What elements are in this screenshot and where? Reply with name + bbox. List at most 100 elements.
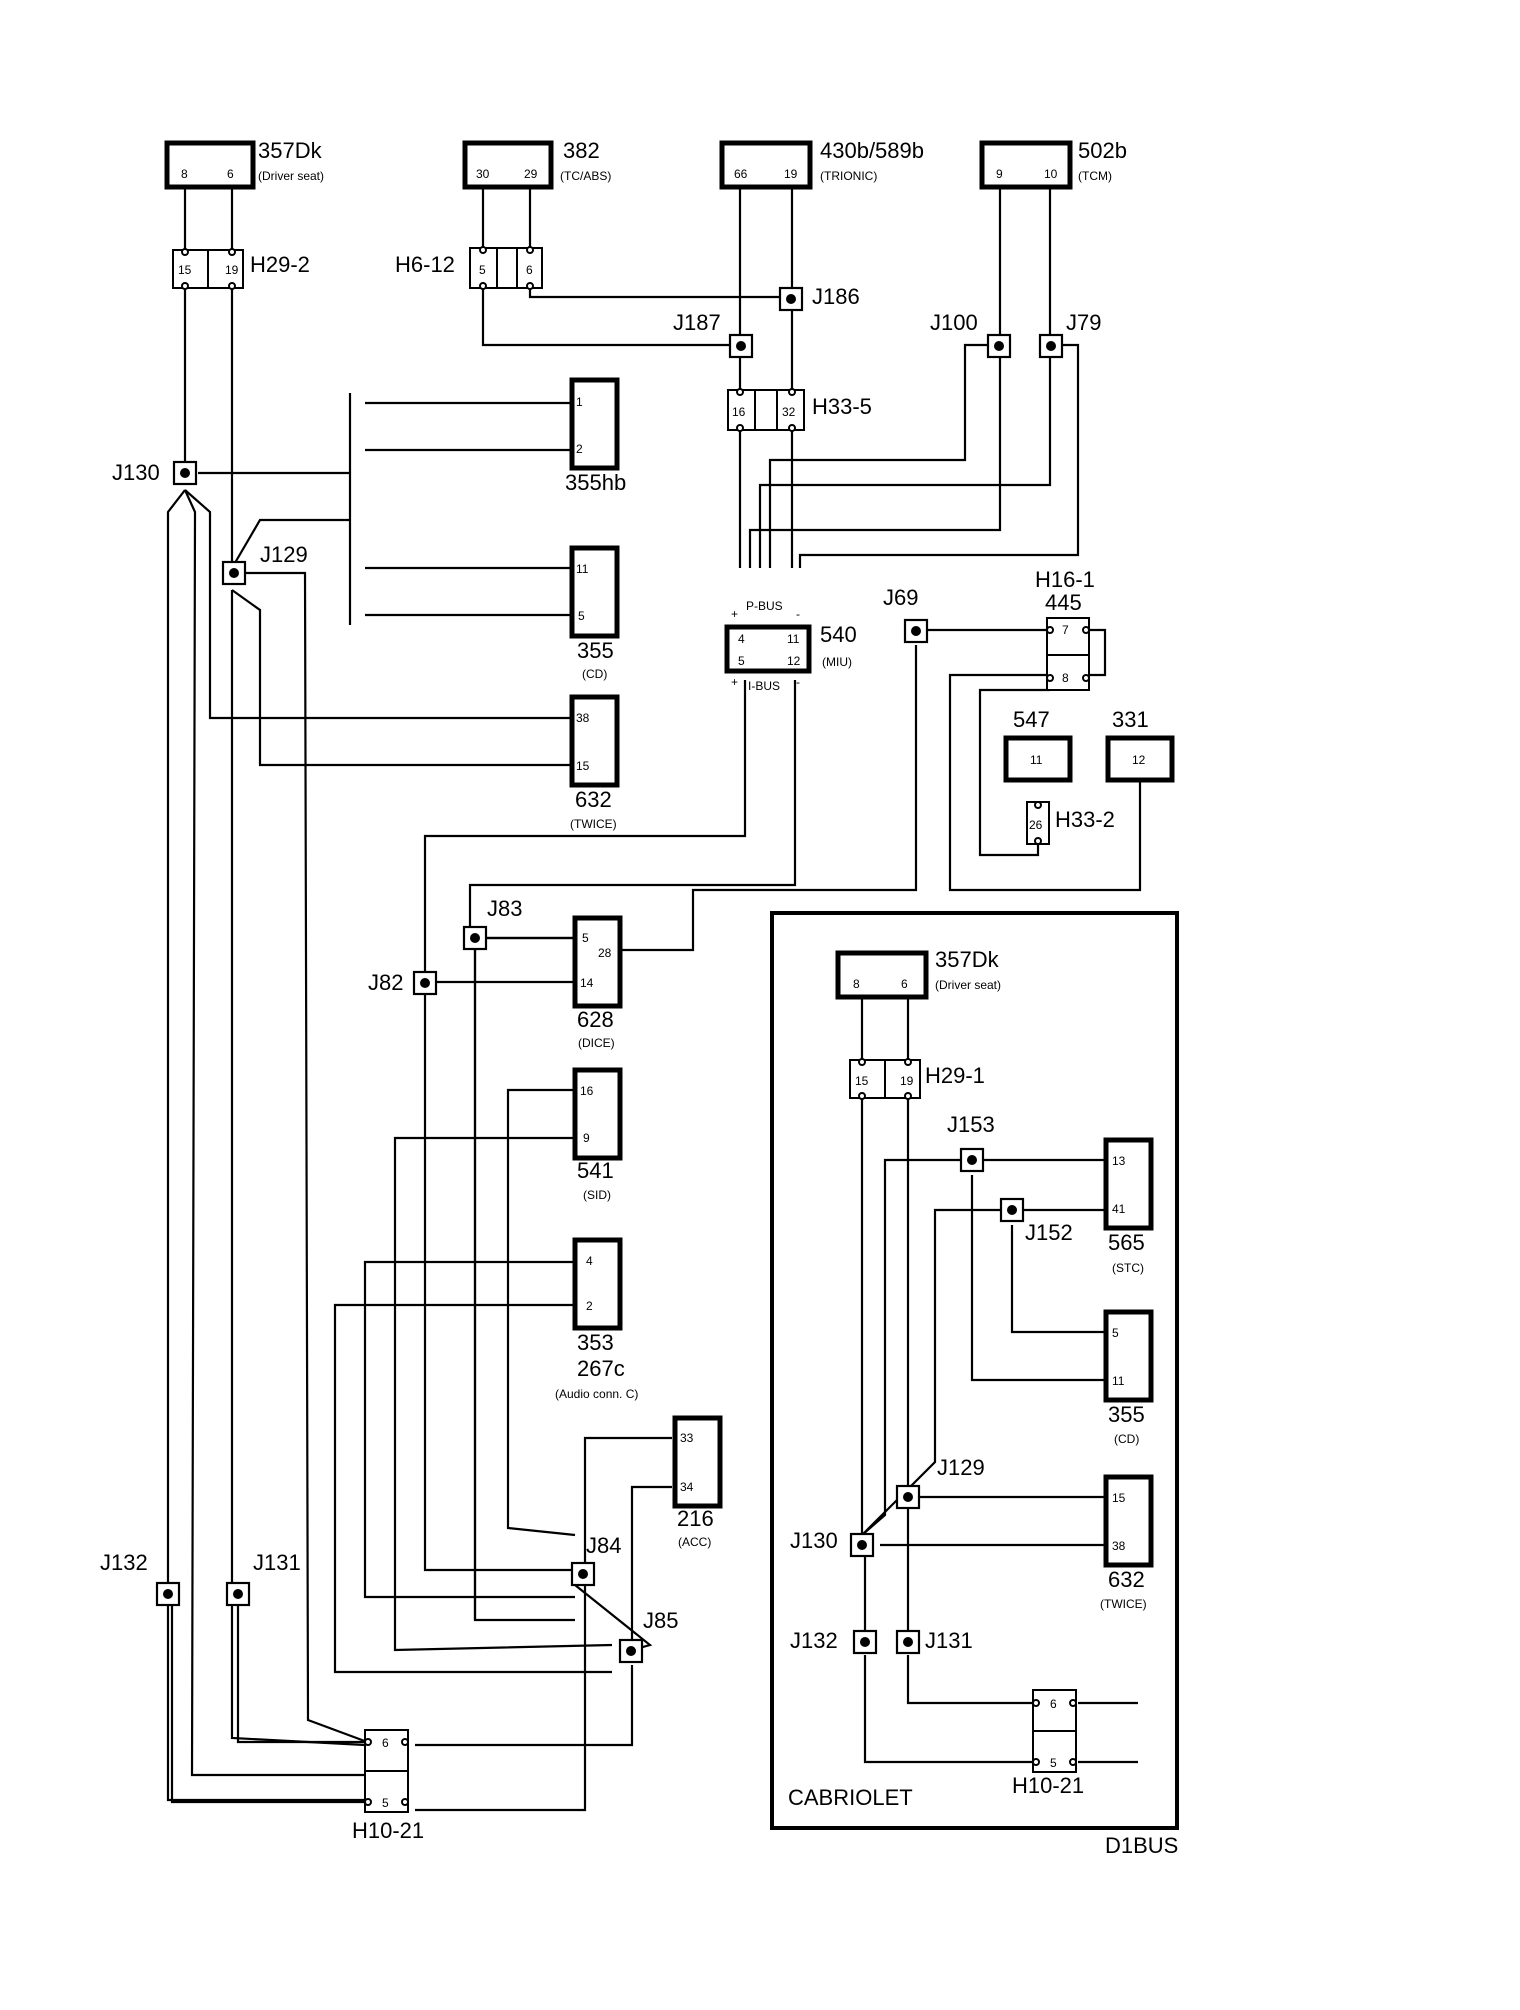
- junction-j100: J100: [930, 310, 1012, 359]
- svg-text:J129: J129: [260, 542, 308, 567]
- component-357dk-top: 8 6 357Dk (Driver seat): [164, 138, 324, 190]
- svg-text:J79: J79: [1066, 310, 1101, 335]
- svg-text:11: 11: [1030, 753, 1043, 767]
- junction-j187: J187: [673, 310, 754, 359]
- svg-text:-: -: [796, 675, 800, 689]
- svg-text:9: 9: [583, 1131, 590, 1145]
- svg-text:502b: 502b: [1078, 138, 1127, 163]
- connector-h10-21: 6 5 H10-21: [352, 1729, 424, 1843]
- svg-text:16: 16: [580, 1084, 594, 1098]
- svg-text:H33-5: H33-5: [812, 394, 872, 419]
- cab-connector-h29-1: 15 19 H29-1: [849, 1058, 985, 1100]
- svg-text:565: 565: [1108, 1230, 1145, 1255]
- cab-component-355-cd: 5 11 355 (CD): [1103, 1309, 1154, 1446]
- svg-text:30: 30: [476, 167, 490, 181]
- svg-text:5: 5: [479, 263, 486, 277]
- component-216-acc: 33 34 216 (ACC): [672, 1415, 723, 1549]
- svg-text:P-BUS: P-BUS: [746, 599, 783, 613]
- svg-text:541: 541: [577, 1158, 614, 1183]
- connector-h33-2: 26 H33-2: [1026, 801, 1115, 845]
- cab-component-632-twice: 15 38 632 (TWICE): [1100, 1474, 1154, 1611]
- component-502b: 9 10 502b (TCM): [979, 138, 1127, 190]
- svg-text:66: 66: [734, 167, 748, 181]
- svg-text:28: 28: [598, 946, 612, 960]
- svg-text:H6-12: H6-12: [395, 252, 455, 277]
- component-353-267c: 4 2 353 267c (Audio conn. C): [555, 1237, 638, 1401]
- junction-j79: J79: [1038, 310, 1101, 359]
- junction-j84: J84: [570, 1533, 621, 1587]
- svg-text:628: 628: [577, 1007, 614, 1032]
- component-355-cd: 11 5 355 (CD): [569, 545, 620, 681]
- svg-text:J69: J69: [883, 585, 918, 610]
- diagram-code: D1BUS: [1105, 1833, 1178, 1858]
- svg-text:15: 15: [178, 263, 192, 277]
- svg-text:1: 1: [576, 395, 583, 409]
- svg-text:5: 5: [582, 931, 589, 945]
- svg-text:355hb: 355hb: [565, 470, 626, 495]
- svg-text:2: 2: [586, 1299, 593, 1313]
- component-382: 30 29 382 (TC/ABS): [462, 138, 611, 190]
- svg-text:J153: J153: [947, 1112, 995, 1137]
- svg-text:445: 445: [1045, 590, 1082, 615]
- svg-text:(DICE): (DICE): [578, 1036, 615, 1050]
- svg-text:216: 216: [677, 1506, 714, 1531]
- svg-text:13: 13: [1112, 1154, 1126, 1168]
- svg-text:J83: J83: [487, 896, 522, 921]
- svg-text:6: 6: [526, 263, 533, 277]
- svg-text:(STC): (STC): [1112, 1261, 1144, 1275]
- junction-j131: J131: [225, 1550, 301, 1607]
- svg-text:9: 9: [996, 167, 1003, 181]
- svg-text:H29-2: H29-2: [250, 252, 310, 277]
- svg-text:J152: J152: [1025, 1220, 1073, 1245]
- component-445-h16-1: H16-1 445 7 8: [1035, 567, 1095, 691]
- desc-357dk: (Driver seat): [258, 169, 324, 183]
- svg-text:19: 19: [784, 167, 798, 181]
- svg-text:H29-1: H29-1: [925, 1063, 985, 1088]
- svg-text:12: 12: [1132, 753, 1146, 767]
- svg-text:15: 15: [1112, 1491, 1126, 1505]
- svg-text:8: 8: [1062, 671, 1069, 685]
- component-541-sid: 16 9 541 (SID): [572, 1067, 623, 1202]
- svg-text:(Audio conn. C): (Audio conn. C): [555, 1387, 638, 1401]
- junction-j129: J129: [221, 542, 308, 586]
- cab-junction-j153: J153: [947, 1112, 995, 1173]
- connector-h33-5: 16 32 H33-5: [727, 388, 872, 432]
- svg-text:11: 11: [576, 562, 589, 576]
- svg-text:(TWICE): (TWICE): [1100, 1597, 1147, 1611]
- connector-h6-12: 5 6 H6-12: [395, 246, 543, 290]
- svg-text:H16-1: H16-1: [1035, 567, 1095, 592]
- svg-text:J131: J131: [253, 1550, 301, 1575]
- svg-text:4: 4: [738, 632, 745, 646]
- svg-text:26: 26: [1029, 818, 1043, 832]
- svg-text:(Driver seat): (Driver seat): [935, 978, 1001, 992]
- svg-text:J131: J131: [925, 1628, 973, 1653]
- svg-text:(CD): (CD): [582, 667, 607, 681]
- junction-j85: J85: [618, 1608, 678, 1664]
- cab-connector-h10-21: 6 5 H10-21: [1012, 1689, 1084, 1798]
- cab-junction-j132: J132: [790, 1628, 878, 1655]
- svg-text:430b/589b: 430b/589b: [820, 138, 924, 163]
- svg-text:J187: J187: [673, 310, 721, 335]
- svg-text:J82: J82: [368, 970, 403, 995]
- connector-h29-2: 15 19 H29-2: [172, 248, 310, 290]
- svg-text:19: 19: [225, 263, 239, 277]
- component-628-dice: 5 28 14 628 (DICE): [572, 915, 623, 1050]
- svg-text:(TRIONIC): (TRIONIC): [820, 169, 877, 183]
- svg-text:J129: J129: [937, 1455, 985, 1480]
- junction-j83: J83: [462, 896, 522, 951]
- svg-text:+: +: [731, 607, 738, 621]
- svg-text:6: 6: [227, 167, 234, 181]
- svg-text:5: 5: [738, 654, 745, 668]
- svg-text:J130: J130: [790, 1528, 838, 1553]
- svg-text:8: 8: [181, 167, 188, 181]
- svg-text:6: 6: [1050, 1697, 1057, 1711]
- svg-text:J84: J84: [586, 1533, 621, 1558]
- svg-text:14: 14: [580, 976, 594, 990]
- svg-text:H10-21: H10-21: [352, 1818, 424, 1843]
- svg-text:16: 16: [732, 405, 746, 419]
- svg-text:355: 355: [577, 638, 614, 663]
- svg-text:632: 632: [575, 787, 612, 812]
- svg-text:540: 540: [820, 622, 857, 647]
- svg-text:5: 5: [1050, 1756, 1057, 1770]
- cab-junction-j152: J152: [999, 1197, 1073, 1245]
